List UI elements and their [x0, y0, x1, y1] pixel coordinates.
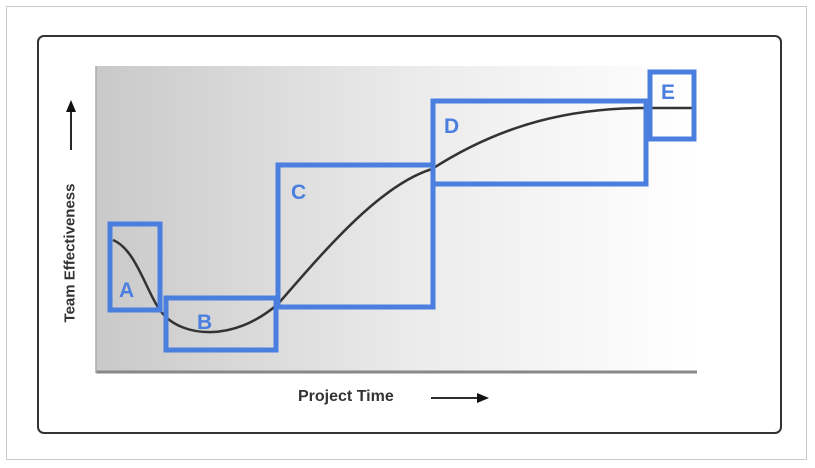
x-axis-label: Project Time: [298, 388, 394, 405]
stage-box-b: [163, 295, 279, 353]
x-axis-arrow: [431, 393, 489, 403]
stage-box-a: [107, 221, 163, 313]
y-axis-arrow: [66, 100, 76, 150]
stage-label-b: B: [197, 311, 212, 334]
stage-label-a: A: [119, 279, 134, 302]
stage-label-d: D: [444, 115, 459, 138]
stage-box-d: [430, 98, 649, 187]
plot-background: [96, 66, 696, 372]
stage-label-c: C: [291, 181, 306, 204]
y-axis-label: Team Effectiveness: [61, 183, 79, 323]
stage-box-c: [275, 162, 436, 310]
stage-box-e: [647, 69, 697, 142]
stage-label-e: E: [661, 81, 675, 104]
